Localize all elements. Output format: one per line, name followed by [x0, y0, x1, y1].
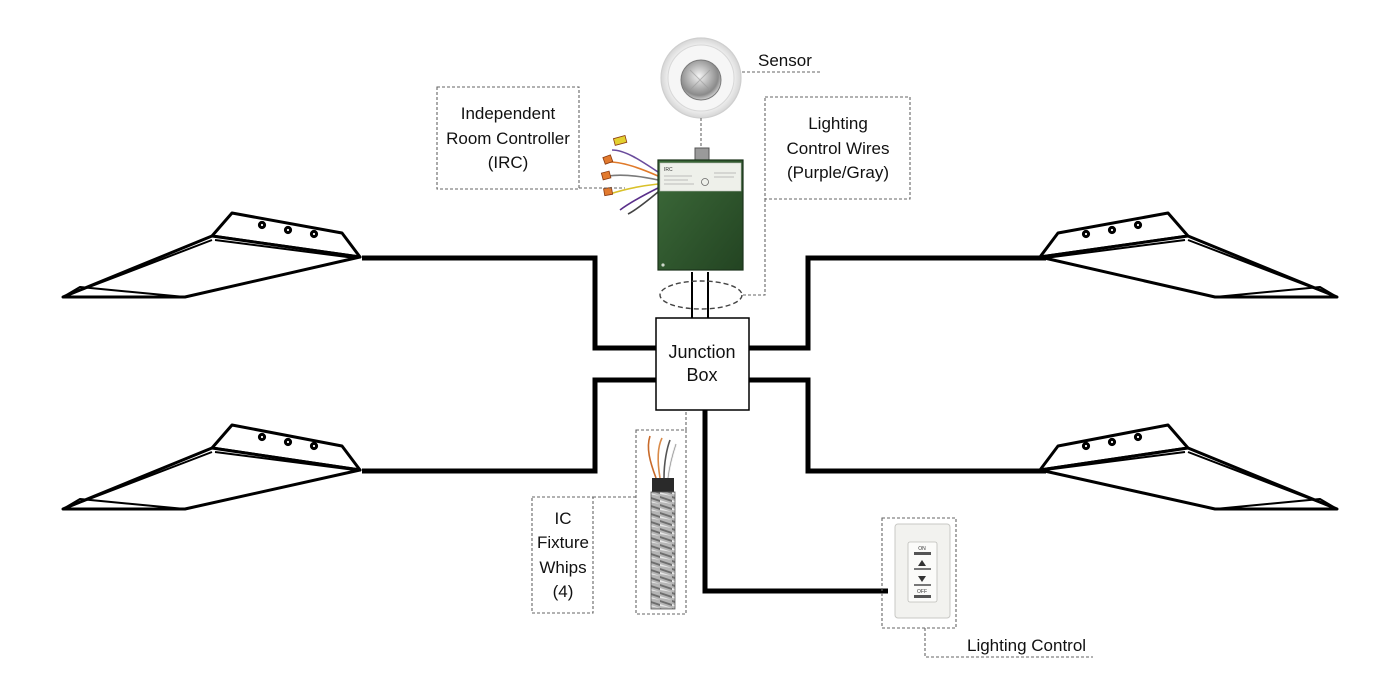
wires-highlight-ellipse [659, 280, 743, 310]
junction-box-label-line2: Box [686, 365, 717, 385]
ic-fixture-whip [647, 435, 678, 610]
irc-label-line3: (IRC) [488, 153, 529, 172]
wire-nuts [600, 135, 628, 197]
fixture-wiring [362, 255, 1046, 594]
wires-label-line3: (Purple/Gray) [787, 163, 889, 182]
wire-top-left [362, 255, 656, 351]
callouts [436, 71, 1093, 658]
wires-label-line1: Lighting [808, 114, 868, 133]
sensor-label: Sensor [758, 51, 812, 70]
wire-bottom-left [362, 377, 656, 474]
switch-photo-frame [881, 517, 957, 629]
irc-label-printing [664, 172, 736, 185]
junction-box: Junction Box [655, 317, 750, 411]
occupancy-sensor [660, 37, 742, 119]
lighting-control-switch: ON OFF [894, 523, 951, 619]
fixture-bottom-right [1038, 423, 1339, 511]
fixture-top-right [1038, 211, 1339, 299]
lighting-control-label: Lighting Control [967, 636, 1086, 655]
wire-to-lighting-control [702, 410, 888, 594]
wires-callout-box [764, 96, 911, 200]
whips-photo-frame [635, 429, 687, 615]
whips-label-line2: Fixture [537, 533, 589, 552]
whips-label-line1: IC [555, 509, 572, 528]
wires-label-line2: Control Wires [787, 139, 890, 158]
irc-callout-box [436, 86, 580, 190]
whips-label-line4: (4) [553, 582, 574, 601]
fixture-top-left [61, 211, 362, 299]
junction-box-label-line1: Junction [668, 342, 735, 362]
fixture-bottom-left [61, 423, 362, 511]
switch-on-label: ON [918, 546, 926, 552]
irc-controller: IRC [600, 135, 744, 271]
irc-label-line1: Independent [461, 104, 556, 123]
whips-callout-box [531, 496, 594, 614]
wire-bottom-right [749, 377, 1046, 474]
switch-up-arrow-icon [918, 560, 926, 566]
wire-top-right [749, 255, 1046, 351]
lighting-control-wires [691, 272, 709, 318]
switch-down-arrow-icon [918, 576, 926, 582]
irc-lead-wires [607, 149, 659, 215]
whips-label-line3: Whips [539, 558, 586, 577]
irc-brand-text: IRC [664, 167, 673, 173]
switch-off-label: OFF [917, 589, 927, 595]
irc-label-line2: Room Controller [446, 129, 570, 148]
